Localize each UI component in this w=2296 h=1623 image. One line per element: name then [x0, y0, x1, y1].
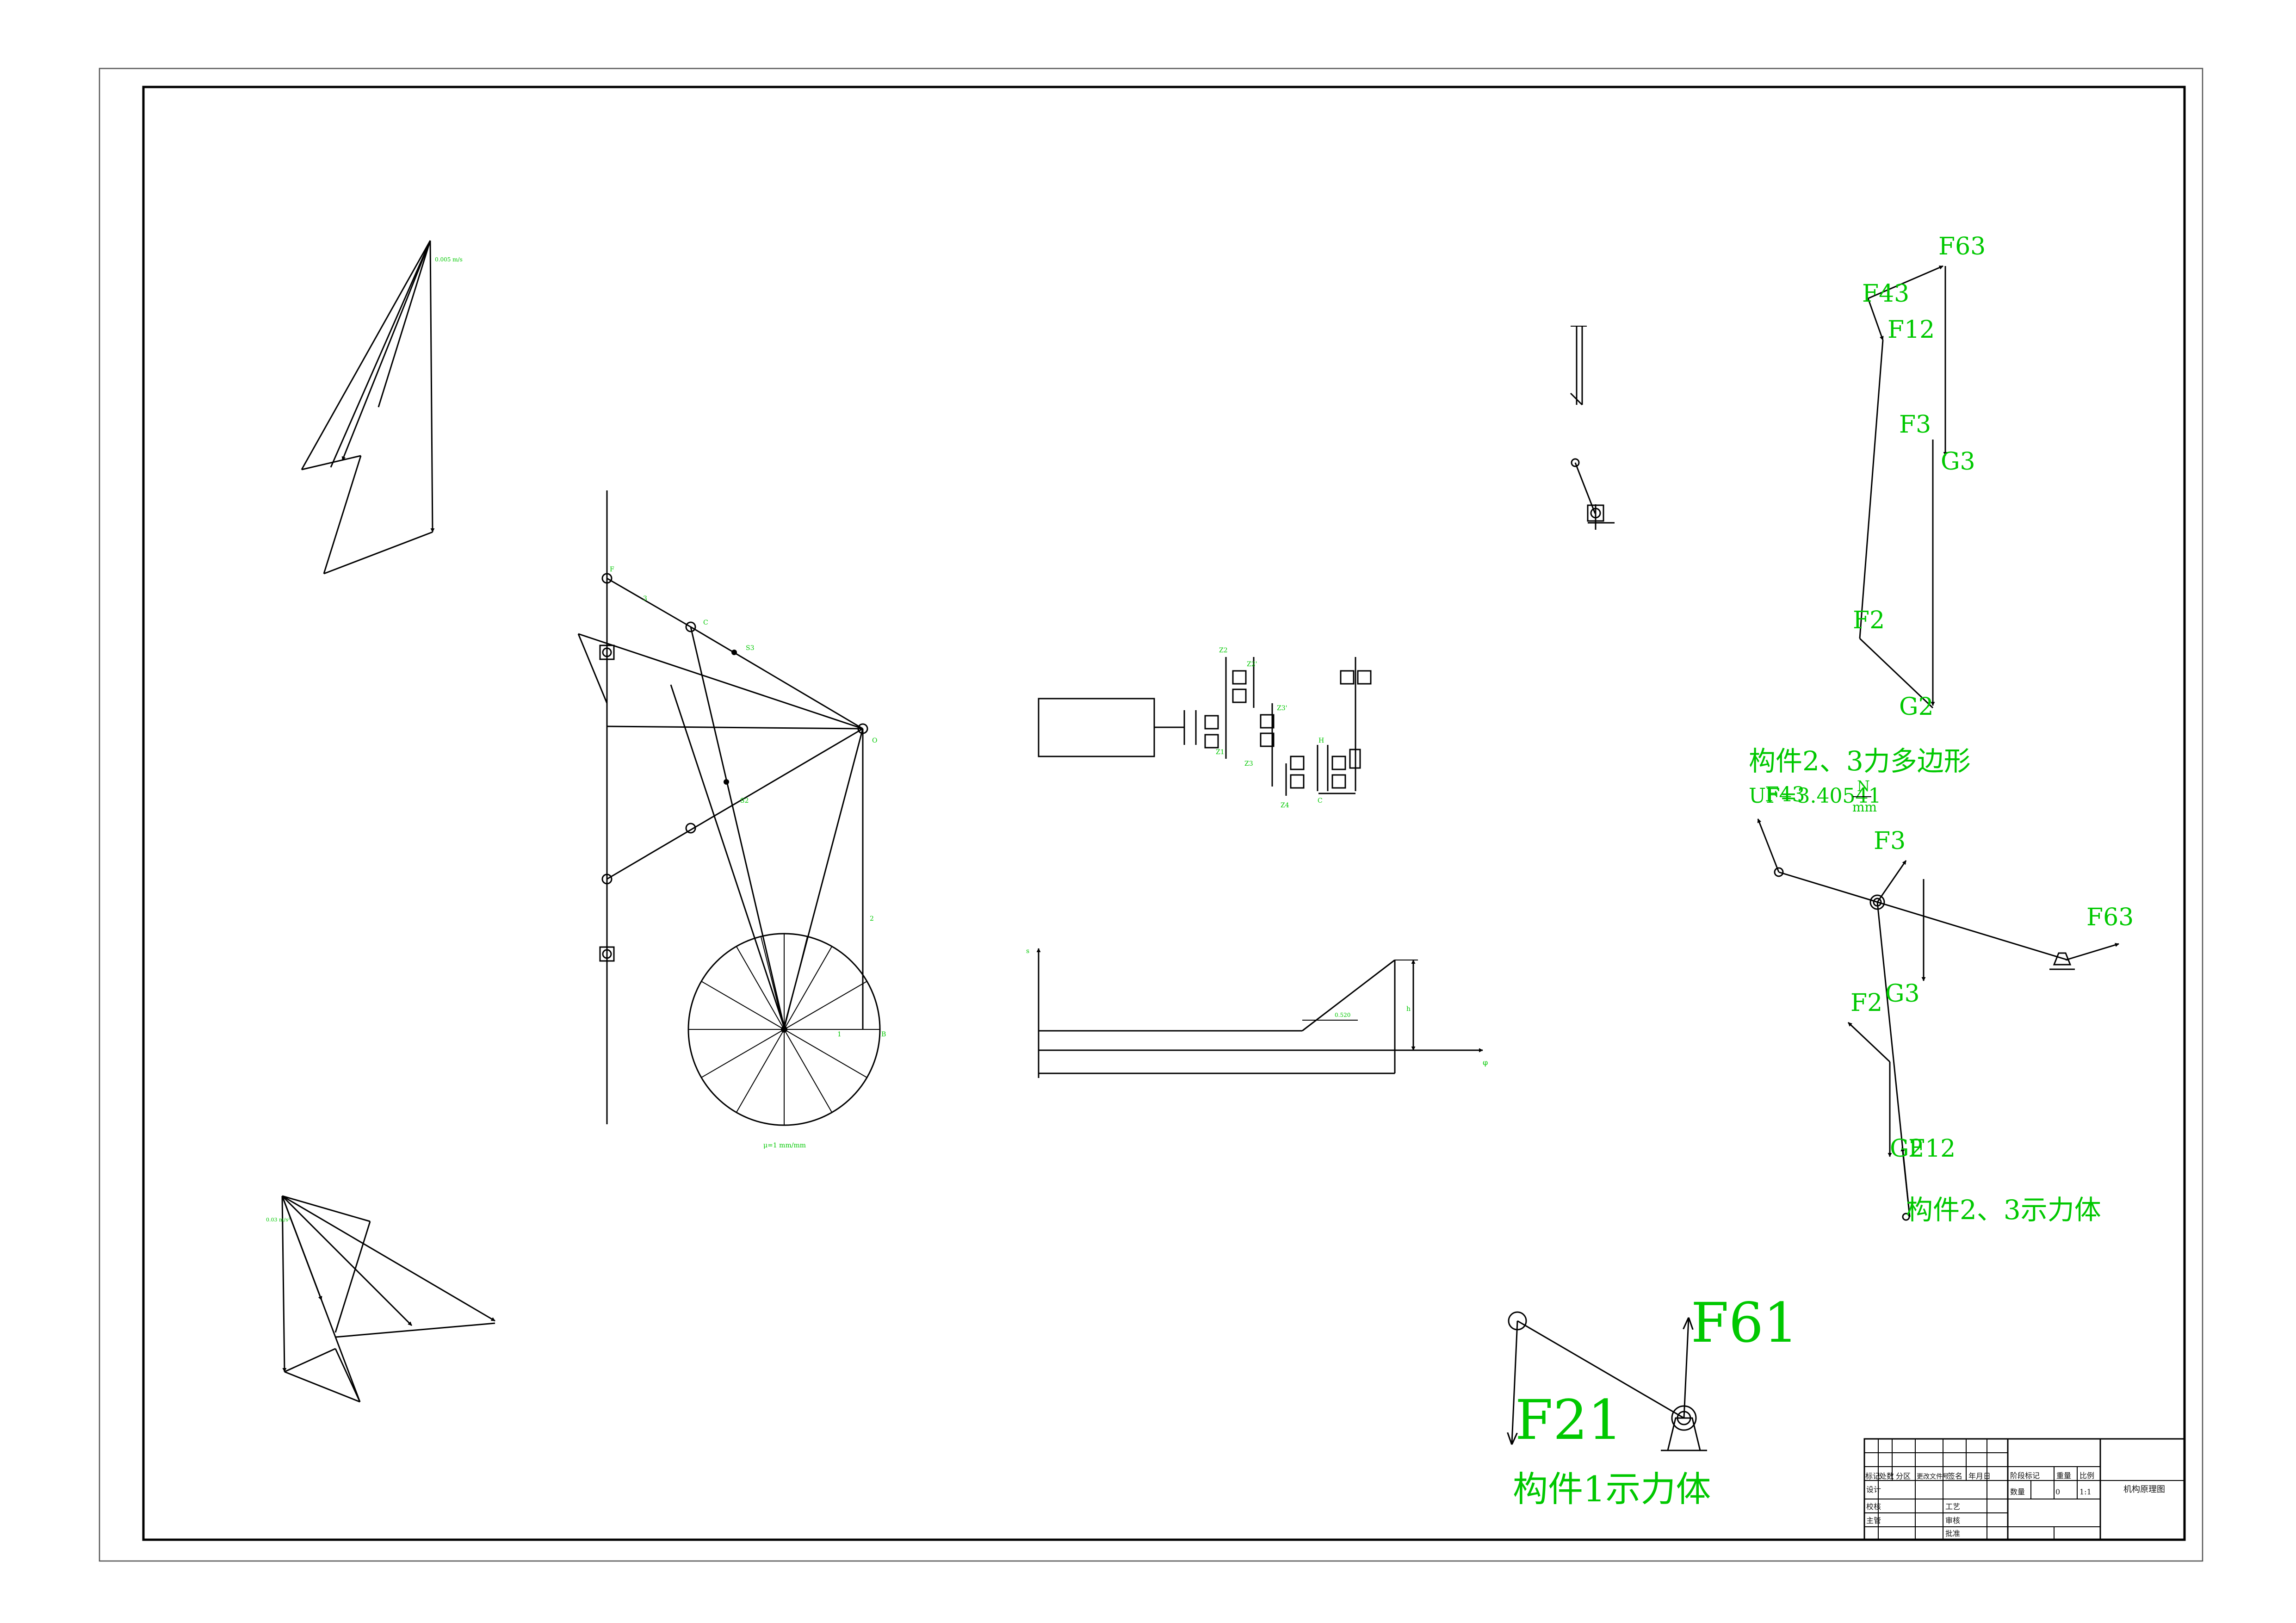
label-z1: Z1	[1216, 749, 1225, 756]
tb-ratio-value: 1:1	[2079, 1487, 2092, 1496]
label-f61: F61	[1691, 1291, 1798, 1355]
tb-mid-2: 批准	[1945, 1529, 1960, 1538]
tb-qty-label: 数量	[2010, 1487, 2025, 1496]
tb-role-2: 主管	[1866, 1516, 1881, 1525]
label-c: C	[703, 619, 708, 626]
mechanism-scale: μ=1 mm/mm	[763, 1142, 806, 1149]
small-detail-diagrams	[1570, 326, 1615, 530]
label-2: 2	[870, 915, 874, 923]
label-f12-poly: F12	[1888, 316, 1935, 344]
scale-num: N	[1857, 777, 1870, 795]
label-1: 1	[837, 1031, 842, 1038]
label-h: h	[1406, 1005, 1411, 1013]
velocity-polygon: 0.005 m/s	[301, 240, 463, 575]
tb-header-3: 更改文件号	[1917, 1473, 1949, 1481]
tb-qty-value: 0	[2055, 1487, 2060, 1496]
tb-ratio-label: 比例	[2079, 1471, 2094, 1480]
label-f3-poly: F3	[1899, 411, 1931, 439]
free-body-1-title: 构件1示力体	[1513, 1468, 1711, 1510]
label-phi-axis: φ	[1483, 1058, 1488, 1067]
label-f12-fb: F12	[1908, 1135, 1956, 1163]
label-s3: S3	[746, 644, 755, 652]
label-z2p: Z2'	[1247, 661, 1257, 668]
label-z2: Z2	[1219, 647, 1228, 654]
label-z3p: Z3'	[1277, 705, 1287, 712]
tb-mid-1: 审核	[1945, 1516, 1960, 1525]
label-g3-poly: G3	[1941, 448, 1975, 476]
tb-weight-label: 重量	[2056, 1471, 2071, 1480]
label-f: F	[610, 566, 614, 573]
free-body-member-1: F61 F21 构件1示力体	[1509, 1291, 1798, 1510]
label-f3-fb: F3	[1874, 827, 1906, 855]
label-s-axis: s	[1026, 948, 1029, 955]
label-f63-fb: F63	[2086, 904, 2134, 931]
tb-header-0: 标记	[1865, 1472, 1880, 1481]
svg-text:0.03 m/s²: 0.03 m/s²	[266, 1217, 290, 1223]
scale-prefix: UF=3.40541	[1749, 784, 1881, 808]
tb-role-0: 设计	[1866, 1485, 1881, 1494]
free-body-members-2-3: F3 F63 F2 G3 G2 F12 构件2、3示力体	[1757, 818, 2134, 1226]
scale-overlay: F43	[1765, 783, 1805, 806]
label-angle: 0.520	[1335, 1012, 1350, 1018]
label-z4: Z4	[1281, 802, 1289, 809]
label-o: O	[872, 737, 877, 744]
tb-header-4: 签名	[1948, 1472, 1962, 1481]
label-gear-c: C	[1318, 797, 1323, 805]
label-s2: S2	[740, 797, 749, 805]
tb-header-1: 处数	[1879, 1472, 1894, 1481]
label-z3: Z3	[1244, 760, 1253, 768]
label-3: 3	[643, 595, 647, 602]
tb-header-5: 年月日	[1968, 1472, 1991, 1481]
label-h: H	[1318, 737, 1324, 744]
scale-den: mm	[1852, 799, 1877, 815]
polygon-title: 构件2、3力多边形	[1749, 745, 1971, 777]
tb-header-2: 分区	[1896, 1472, 1911, 1481]
title-block: 标记 处数 分区 更改文件号 签名 年月日 设计 校核 主管 工艺 审核 批准 …	[1863, 1438, 2185, 1541]
label-f2-fb: F2	[1850, 989, 1882, 1017]
label-g2-poly: G2	[1899, 693, 1934, 721]
free-body-23-title: 构件2、3示力体	[1906, 1194, 2101, 1226]
label-g2-fb: G2	[1890, 1135, 1925, 1163]
svg-text:0.005 m/s: 0.005 m/s	[435, 256, 463, 263]
label-f43-poly: F43	[1862, 280, 1909, 308]
linkage-mechanism: F C S3 O S2 1 2 B 3 μ=1 mm/mm	[577, 490, 886, 1149]
outer-frame	[99, 68, 2203, 1562]
force-polygon: F63 F43 F12 F3 G3 F2 G2 构件2、3力多边形 UF=3.4…	[1749, 233, 1986, 815]
inner-frame	[142, 86, 2186, 1541]
label-f21: F21	[1515, 1388, 1622, 1452]
tb-mid-0: 工艺	[1945, 1502, 1960, 1511]
cam-diagram: s φ h 0.520	[1026, 948, 1488, 1078]
label-f2-poly: F2	[1853, 607, 1885, 634]
label-g3-fb: G3	[1885, 980, 1920, 1008]
gear-train: Z1 Z2 Z2' Z3 Z3' Z4 H C	[1038, 647, 1372, 809]
label-f63-poly: F63	[1938, 233, 1986, 260]
label-b: B	[881, 1031, 886, 1038]
tb-stage-label: 阶段标记	[2010, 1471, 2040, 1480]
acceleration-polygon: 0.03 m/s²	[266, 1195, 495, 1403]
tb-role-1: 校核	[1866, 1502, 1881, 1511]
tb-drawing-name: 机构原理图	[2123, 1485, 2165, 1494]
